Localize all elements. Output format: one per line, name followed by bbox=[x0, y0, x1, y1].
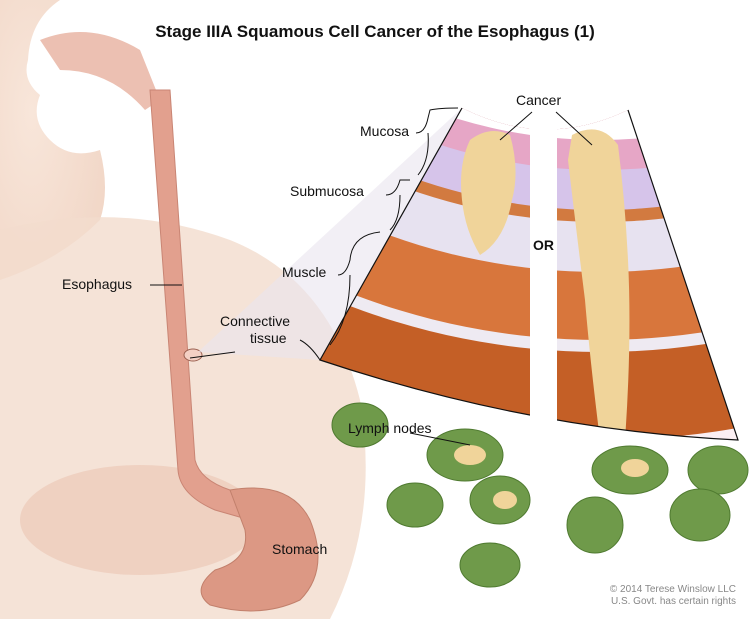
tumor-left bbox=[461, 131, 516, 255]
body-silhouette bbox=[0, 0, 105, 280]
liver bbox=[20, 465, 260, 575]
zoom-cone bbox=[198, 108, 462, 360]
copyright-line1: © 2014 Terese Winslow LLC bbox=[609, 584, 736, 595]
label-lymph-nodes: Lymph nodes bbox=[348, 420, 432, 436]
leader-lines bbox=[150, 107, 593, 446]
throat bbox=[40, 32, 160, 110]
label-cancer: Cancer bbox=[516, 92, 562, 108]
label-tissue: tissue bbox=[250, 330, 287, 346]
label-or: OR bbox=[533, 237, 554, 253]
label-submucosa: Submucosa bbox=[290, 183, 364, 199]
label-esophagus: Esophagus bbox=[62, 276, 133, 292]
copyright-line2: U.S. Govt. has certain rights bbox=[610, 596, 736, 607]
stomach-shape bbox=[200, 487, 319, 612]
copyright: © 2014 Terese Winslow LLC U.S. Govt. has… bbox=[610, 584, 736, 608]
label-stomach: Stomach bbox=[272, 541, 328, 557]
tumor-right bbox=[568, 129, 630, 440]
label-mucosa: Mucosa bbox=[360, 123, 410, 139]
label-muscle: Muscle bbox=[282, 264, 327, 280]
label-connective: Connective bbox=[220, 313, 291, 329]
lymph-nodes bbox=[331, 402, 749, 588]
section-marker bbox=[183, 348, 203, 362]
page-title: Stage IIIA Squamous Cell Cancer of the E… bbox=[155, 22, 595, 41]
divider-gap bbox=[530, 85, 557, 619]
